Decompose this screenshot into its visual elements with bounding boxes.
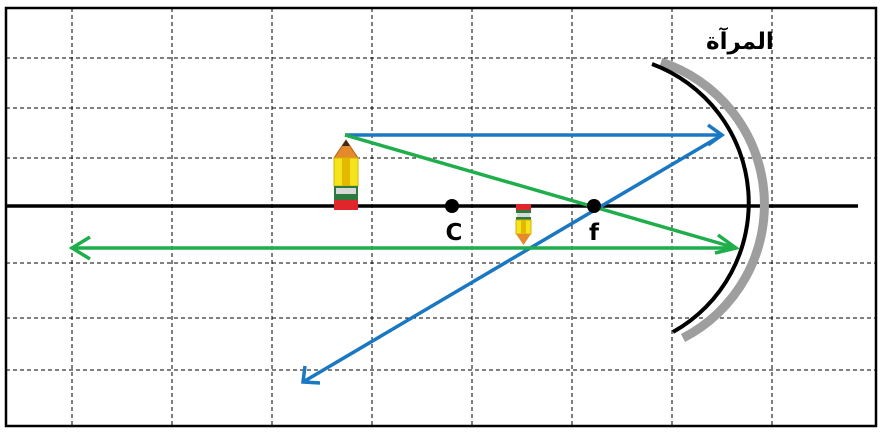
object-pencil-icon [333,139,359,210]
green-incident-ray [344,133,737,250]
mirror-label: المرآة [706,26,774,55]
focal-point-dot [587,199,601,213]
mirror-back [659,57,769,342]
center-point-label: C [446,220,463,246]
image-pencil-icon [515,204,532,245]
mirror-front [651,62,751,334]
blue-reflected-arrowhead [301,365,321,385]
focal-point-label: f [589,220,600,246]
blue-reflected-ray [302,133,723,384]
green-reflected-arrowhead [68,235,91,261]
center-point-dot [445,199,459,213]
frame [4,6,878,428]
